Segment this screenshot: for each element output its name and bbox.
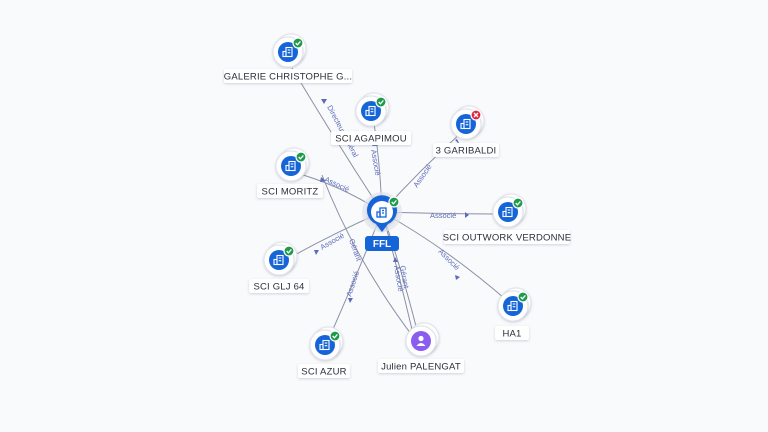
node-label-agapimou: SCI AGAPIMOU (335, 134, 407, 145)
edge-label-agapimou: Associé (369, 149, 382, 176)
node-label-box (249, 279, 309, 293)
edge-label-garibaldi: Associé (411, 162, 433, 189)
edge-azur-gerant[interactable] (321, 174, 415, 339)
node-garibaldi[interactable]: 3 GARIBALDI (433, 105, 499, 157)
edge-label-moritz: Associé (323, 175, 351, 194)
building-icon (376, 207, 387, 218)
node-label-outwork: SCI OUTWORK VERDONNE (443, 233, 572, 244)
edge-label-outwork: Associé (430, 211, 456, 220)
node-glj[interactable]: SCI GLJ 64 (249, 241, 309, 293)
edge-label-palengat-1: Gérant (398, 265, 411, 290)
ok-badge (512, 197, 524, 209)
node-label-azur: SCI AZUR (301, 367, 346, 378)
arrow-outwork (465, 212, 469, 218)
center-node[interactable]: FFL (362, 192, 402, 251)
ok-badge (329, 330, 341, 342)
node-label-box (298, 364, 350, 378)
arrow-galerie (321, 99, 327, 104)
node-label-box (444, 230, 570, 244)
node-label-ha1: HA1 (502, 329, 521, 340)
arrow-ha1 (455, 275, 460, 280)
node-ha1[interactable]: HA1 (495, 287, 532, 340)
building-icon (282, 46, 293, 58)
ok-badge (375, 96, 387, 108)
edge-label-ha1: Associé (437, 247, 462, 272)
node-label-galerie: GALERIE CHRISTOPHE G... (224, 72, 352, 83)
node-label-palengat: Julien PALENGAT (381, 362, 461, 373)
arrow-palengat (393, 257, 398, 262)
building-icon (273, 254, 284, 266)
ok-badge (292, 37, 304, 49)
arrow-moritz (320, 177, 326, 182)
node-label-glj: SCI GLJ 64 (253, 282, 304, 293)
node-agapimou[interactable]: SCI AGAPIMOU (331, 92, 411, 145)
node-label-box (433, 143, 499, 157)
node-moritz[interactable]: SCI MORITZ (257, 147, 323, 198)
building-icon (285, 160, 296, 172)
node-label-box (257, 184, 323, 198)
node-label-moritz: SCI MORITZ (262, 187, 319, 198)
ok-badge (295, 151, 307, 163)
node-label-garibaldi: 3 GARIBALDI (436, 146, 497, 157)
edge-label-azur-gerant: Gérant (347, 238, 364, 263)
arrow-glj (314, 250, 319, 255)
node-palengat[interactable]: Julien PALENGAT (378, 322, 464, 373)
building-icon (502, 206, 513, 218)
building-icon (507, 300, 518, 312)
edge-label-palengat-2: Associé (392, 265, 405, 292)
edge-label-glj: Associé (319, 231, 346, 252)
ok-badge (283, 245, 295, 257)
ok-badge (388, 196, 400, 208)
nodes: GALERIE CHRISTOPHE G... SCI AGAPIMOU 3 GAR… (224, 33, 572, 378)
center-label: FFL (373, 239, 391, 250)
node-label-box (331, 131, 411, 145)
person-icon (416, 335, 426, 346)
ok-badge (517, 291, 529, 303)
edge-label-azur: Associé (344, 270, 361, 298)
building-icon (365, 105, 376, 117)
node-label-box (378, 359, 464, 373)
closed-badge (470, 109, 482, 121)
node-galerie[interactable]: GALERIE CHRISTOPHE G... (224, 33, 352, 83)
node-azur[interactable]: SCI AZUR (298, 326, 350, 378)
arrow-azur (348, 298, 353, 303)
node-label-box (224, 69, 352, 83)
building-icon (319, 339, 330, 351)
building-icon (460, 118, 471, 130)
node-outwork[interactable]: SCI OUTWORK VERDONNE (443, 193, 572, 244)
node-label-box (495, 326, 529, 340)
center-label-box (365, 236, 399, 251)
